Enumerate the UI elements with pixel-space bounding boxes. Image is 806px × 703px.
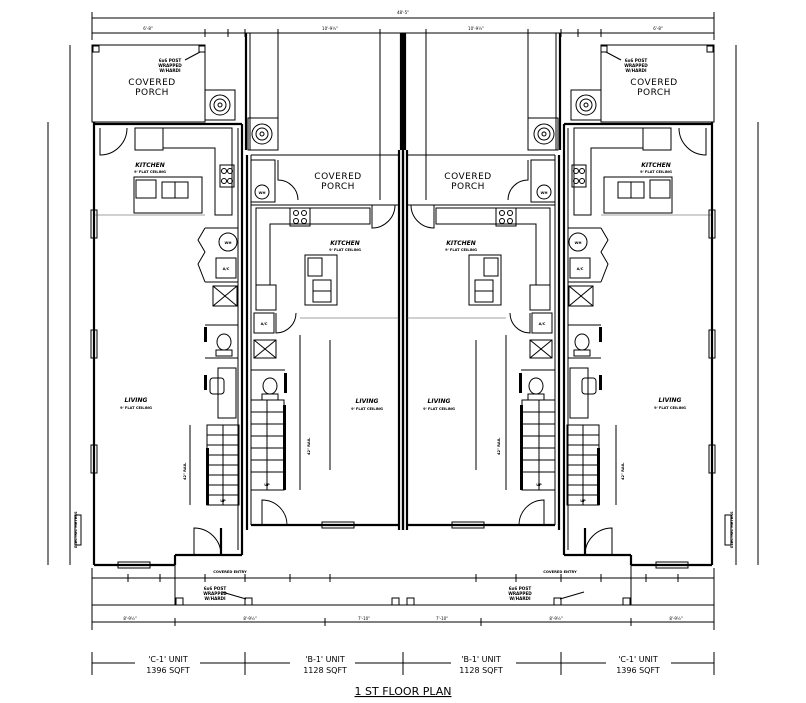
ceiling-note: 9' FLAT CEILING [120,406,152,410]
rail-note: 42" RAIL [307,437,311,455]
room-label-kitchen-b-right: KITCHEN [446,240,476,247]
ceiling-note: 9' FLAT CEILING [654,406,686,410]
note-line: 6x6 POST [625,58,648,63]
room-label-c-porch-left-2: PORCH [135,88,169,98]
note-line: W/HARDI [159,68,181,73]
unit-name-b1-right: 'B-1' UNIT [461,655,501,664]
room-label-kitchen-b-left: KITCHEN [330,240,360,247]
room-label-b-porch-left: COVERED [314,172,361,182]
drawing-title: 1 ST FLOOR PLAN [355,685,452,698]
post-note-entry-right: 6x6 POST WRAPPED W/HARDI [508,586,532,601]
dim-bottom-left: 8'-9½" [123,616,137,621]
room-label-c-porch-right: COVERED [630,78,677,88]
stair-up-label: UP [220,499,226,503]
room-label-living-c-left: LIVING [125,397,148,404]
unit-area-b1-right: 1128 SQFT [459,666,503,675]
note-line: W/HARDI [625,68,647,73]
room-label-living-b-left: LIVING [356,398,379,405]
ceiling-note: 9' FLAT CEILING [423,407,455,411]
dim-bottom-center-left: 7'-10" [358,616,370,621]
room-label-b-porch-left-2: PORCH [321,182,355,192]
note-line: W/HARDI [204,596,226,601]
room-label-living-c-right: LIVING [659,397,682,404]
note-line: 6x6 POST [204,586,227,591]
unit-name-c1-left: 'C-1' UNIT [148,655,188,664]
water-heater-label: WH [575,241,582,245]
ac-label: A/C [577,267,584,271]
room-label-b-porch-right: COVERED [444,172,491,182]
left-half-plan [46,10,405,677]
ceiling-note: 9' FLAT CEILING [351,407,383,411]
ac-label: A/C [261,322,268,326]
ac-label: A/C [539,322,546,326]
note-line: WRAPPED [508,591,532,596]
room-label-kitchen-c-right: KITCHEN [641,162,671,169]
electric-meters-note: ELECTRIC METERS [730,511,734,548]
unit-area-c1-left: 1396 SQFT [146,666,190,675]
room-label-c-porch-right-2: PORCH [637,88,671,98]
stair-up-label: UP [580,499,586,503]
rail-note: 42" RAIL [621,462,625,480]
unit-area-b1-left: 1128 SQFT [303,666,347,675]
note-line: WRAPPED [203,591,227,596]
unit-area-c1-right: 1396 SQFT [616,666,660,675]
dim-bottom-mid-left: 8'-9½" [243,616,257,621]
right-half-plan-mirrored [401,10,760,677]
dim-bottom-mid-right: 8'-9½" [549,616,563,621]
ceiling-note: 9' FLAT CEILING [640,170,672,174]
dim-right-b-porch: 10'-9½" [468,26,484,31]
dim-right-porch: 6'-8" [653,26,663,31]
rail-note: 42" RAIL [183,462,187,480]
dim-bottom-center-right: 7'-10" [436,616,448,621]
note-line: 6x6 POST [159,58,182,63]
post-note-right: 6x6 POST WRAPPED W/HARDI [624,58,648,73]
water-heater-label: WH [541,191,548,195]
unit-name-b1-left: 'B-1' UNIT [305,655,345,664]
room-label-b-porch-right-2: PORCH [451,182,485,192]
rail-note: 42" RAIL [497,437,501,455]
post-note-left: 6x6 POST WRAPPED W/HARDI [158,58,182,73]
note-line: WRAPPED [624,63,648,68]
note-line: WRAPPED [158,63,182,68]
covered-entry-label-left: COVERED ENTRY [213,570,247,574]
ceiling-note: 9' FLAT CEILING [445,248,477,252]
overall-dimension-label: 48'-5" [397,10,409,15]
ac-label: A/C [223,267,230,271]
covered-entry-label-right: COVERED ENTRY [543,570,577,574]
note-line: 6x6 POST [509,586,532,591]
dim-left-porch: 6'-8" [143,26,153,31]
stair-up-label: UP [536,483,542,487]
water-heater-label: WH [259,191,266,195]
post-note-entry-left: 6x6 POST WRAPPED W/HARDI [203,586,227,601]
room-label-kitchen-c-left: KITCHEN [135,162,165,169]
room-label-living-b-right: LIVING [428,398,451,405]
note-line: W/HARDI [509,596,531,601]
overall-dimension: 48'-5" 6'-8" 6'-8" 10'-9½" 10'-9½" 8'-9½… [123,10,683,621]
ceiling-note: 9' FLAT CEILING [329,248,361,252]
ceiling-note: 9' FLAT CEILING [134,170,166,174]
room-label-c-porch-left: COVERED [128,78,175,88]
dim-left-b-porch: 10'-9½" [322,26,338,31]
electric-meters-note: ELECTRIC METERS [74,511,78,548]
unit-name-c1-right: 'C-1' UNIT [618,655,658,664]
dim-bottom-right: 8'-9½" [669,616,683,621]
stair-up-label: UP [264,483,270,487]
water-heater-label: WH [225,241,232,245]
